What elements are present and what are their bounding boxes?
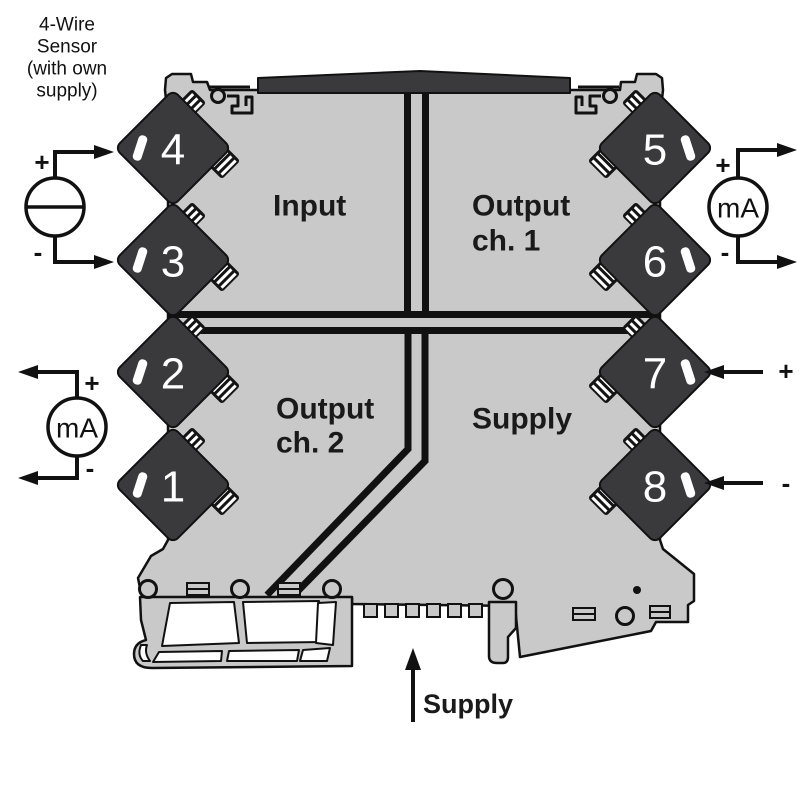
top-latch-right (574, 85, 619, 115)
terminal-5-number: 5 (643, 126, 667, 175)
arrow-to-terminal-3 (94, 255, 114, 269)
divider-diagonal-right-line (286, 334, 429, 603)
region-output1-label: Output (472, 190, 570, 223)
foot-hole-1 (138, 579, 158, 599)
ma-label-ch2: mA (56, 413, 98, 444)
divider-horizontal-lower-line (168, 327, 660, 334)
region-output2-label: Output (276, 393, 374, 426)
divider-horizontal-upper-line (168, 311, 660, 318)
arrow-to-terminal-4 (94, 145, 114, 159)
foot-tabs (186, 582, 671, 621)
svg-text:(with own: (with own (27, 59, 107, 80)
connector-comb (363, 603, 483, 618)
supply-plus: + (778, 356, 793, 386)
terminal-7-number: 7 (643, 350, 667, 399)
svg-text:supply): supply) (36, 81, 97, 102)
terminal-1: 1 (116, 428, 230, 542)
svg-text:Sensor: Sensor (37, 37, 98, 58)
terminal-8-number: 8 (643, 463, 667, 512)
terminal-7: 7 (598, 315, 712, 429)
foot-opening-2 (242, 600, 324, 644)
terminal-2-number: 2 (161, 350, 185, 399)
sensor-note: 4-Wire Sensor (with own supply) (27, 15, 107, 102)
foot-corner-notch (299, 647, 331, 662)
foot-opening-1 (161, 601, 240, 647)
current-source-symbol: + - (24, 145, 114, 269)
foot-slot-1 (152, 650, 223, 663)
top-latch-left (209, 85, 254, 115)
supply-bottom: Supply (405, 648, 513, 722)
foot-slot-2 (226, 649, 300, 662)
terminal-2: 2 (116, 315, 230, 429)
foot-slot-right (315, 601, 337, 646)
region-output2-channel: ch. 2 (276, 427, 344, 460)
module-top-band (257, 70, 571, 94)
ma-circle-ch1 (707, 176, 769, 238)
ma-label-ch1: mA (717, 193, 759, 224)
terminal-6-number: 6 (643, 238, 667, 287)
svg-text:4-Wire: 4-Wire (39, 15, 95, 36)
source-plus: + (34, 147, 49, 177)
foot-release-latch (487, 600, 518, 665)
ch2-minus: - (86, 453, 95, 483)
foot-hole-5 (615, 606, 635, 626)
arrow-to-terminal-7 (704, 365, 724, 379)
divider-diagonal-left-line (264, 334, 412, 598)
ma-circle-ch2 (46, 396, 108, 458)
foot-hole-2 (230, 579, 250, 599)
supply-bottom-label: Supply (423, 689, 513, 719)
terminal-4-number: 4 (161, 126, 185, 175)
ch1-plus: + (715, 150, 730, 180)
terminal-3-number: 3 (161, 238, 185, 287)
supply-in-arrows: + - (704, 356, 794, 498)
foot-hole-3 (322, 579, 342, 599)
source-minus: - (34, 237, 43, 267)
terminal-6: 6 (598, 203, 712, 317)
terminal-3: 3 (116, 203, 230, 317)
divider-vertical-right-line (422, 92, 429, 318)
supply-up-arrow (405, 648, 421, 670)
ch1-minus: - (721, 237, 730, 267)
region-output1-channel: ch. 1 (472, 225, 540, 258)
divider-vertical-left-line (404, 92, 411, 318)
latch-ring-left (210, 88, 226, 104)
arrow-out-ch1-plus (777, 143, 797, 157)
foot-pin-dot (633, 586, 641, 594)
foot-hole-4 (492, 578, 514, 600)
latch-ring-right (602, 88, 618, 104)
ma-meter-ch1: mA + - (707, 143, 797, 269)
terminal-5: 5 (598, 91, 712, 205)
supply-minus: - (782, 468, 791, 498)
region-supply-label: Supply (472, 403, 572, 436)
din-rail-foot (132, 578, 671, 670)
ch2-plus: + (84, 368, 99, 398)
ma-meter-ch2: mA + - (18, 365, 108, 485)
arrow-out-ch1-minus (777, 255, 797, 269)
terminal-4: 4 (116, 91, 230, 205)
arrow-out-ch2-plus (18, 365, 38, 379)
arrow-to-terminal-8 (704, 476, 724, 490)
region-input-label: Input (273, 190, 346, 223)
terminal-1-number: 1 (161, 463, 185, 512)
foot-hook-notch (138, 644, 151, 662)
arrow-out-ch2-minus (18, 471, 38, 485)
terminal-8: 8 (598, 428, 712, 542)
